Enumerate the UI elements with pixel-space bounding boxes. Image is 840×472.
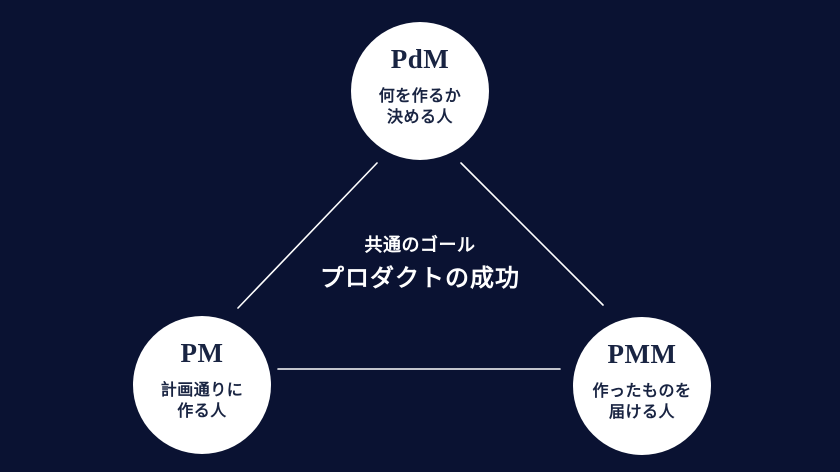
node-pm-desc-line1: 計画通りに bbox=[160, 382, 244, 399]
node-pmm: PMM 作ったものを 届ける人 bbox=[573, 317, 711, 455]
node-pm-content: PM 計画通りに 作る人 bbox=[161, 338, 244, 422]
center-goal-label: 共通のゴール bbox=[364, 235, 476, 255]
node-pdm: PdM 何を作るか 決める人 bbox=[351, 22, 489, 160]
node-pmm-desc-line1: 作ったものを bbox=[592, 383, 692, 400]
node-pmm-description: 作ったものを 届ける人 bbox=[592, 381, 691, 423]
node-pdm-content: PdM 何を作るか 決める人 bbox=[379, 44, 462, 128]
node-pdm-desc-line2: 決める人 bbox=[386, 109, 453, 126]
connector-pdm-pmm bbox=[460, 162, 604, 306]
node-pdm-title: PdM bbox=[390, 44, 450, 74]
node-pmm-title: PMM bbox=[607, 339, 677, 369]
node-pmm-desc-line2: 届ける人 bbox=[608, 404, 675, 421]
node-pm-description: 計画通りに 作る人 bbox=[161, 380, 244, 422]
node-pmm-content: PMM 作ったものを 届ける人 bbox=[592, 339, 691, 423]
node-pm-title: PM bbox=[180, 338, 224, 368]
center-goal: 共通のゴール プロダクトの成功 bbox=[0, 233, 840, 294]
center-goal-title: プロダクトの成功 bbox=[320, 266, 520, 292]
node-pm: PM 計画通りに 作る人 bbox=[133, 316, 271, 454]
node-pdm-description: 何を作るか 決める人 bbox=[379, 86, 462, 128]
node-pm-desc-line2: 作る人 bbox=[177, 403, 227, 420]
node-pdm-desc-line1: 何を作るか bbox=[378, 88, 462, 105]
connector-pdm-pm bbox=[237, 162, 378, 309]
